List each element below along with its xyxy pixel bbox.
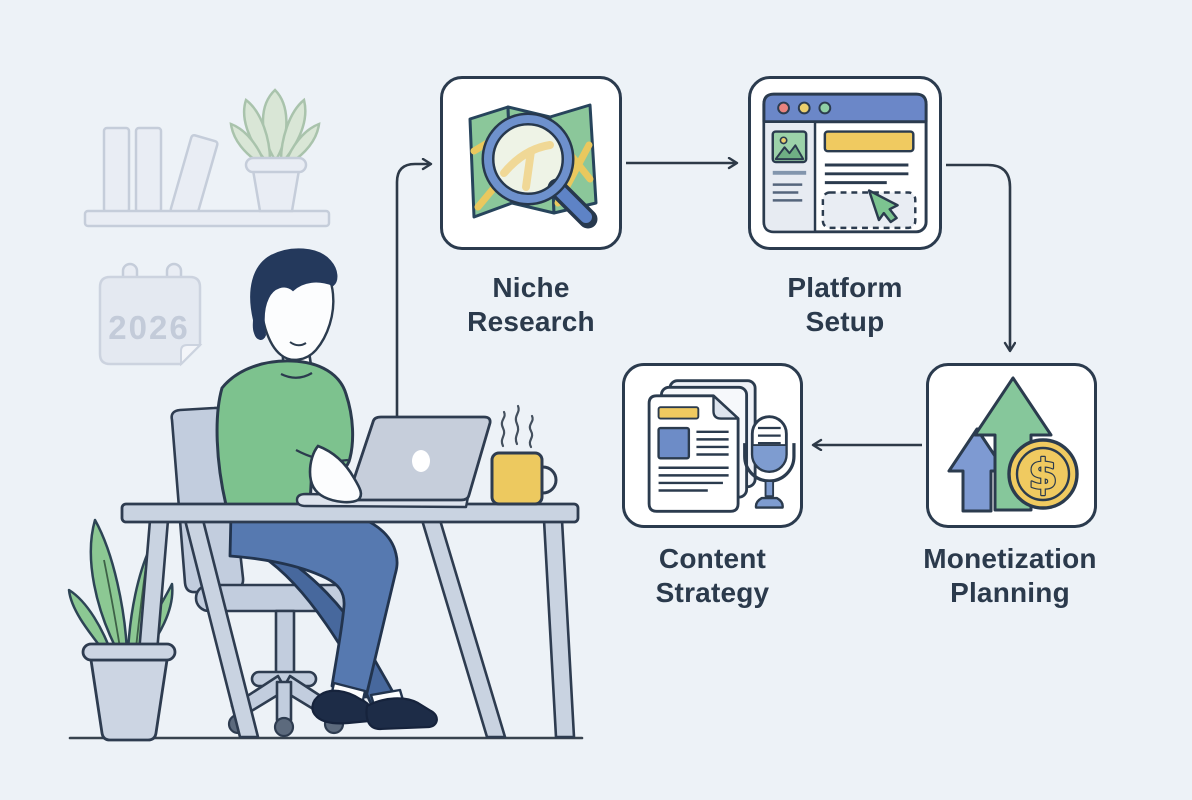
flow-step-box-niche-research <box>440 76 622 250</box>
person-hair <box>250 248 338 340</box>
person-legs <box>228 508 438 731</box>
flow-step-box-platform-setup <box>748 76 942 250</box>
flow-step-label-platform-setup: Platform Setup <box>787 272 903 337</box>
near-leg <box>228 508 399 699</box>
calendar-year-text: 2026 <box>108 309 189 346</box>
person-smile <box>289 341 307 347</box>
floor-plant-pot <box>81 642 177 742</box>
bookshelf-books-icon <box>83 126 331 228</box>
flow-step-box-content-strategy <box>622 363 803 528</box>
person-hand <box>308 444 363 504</box>
flow-step-label-niche-research: Niche Research <box>467 272 595 337</box>
coffee-mug-icon <box>490 404 558 506</box>
person-at-laptop-illustration <box>215 248 355 507</box>
map-magnifying-glass-icon <box>468 103 598 228</box>
shelf-plant-icon <box>229 88 321 213</box>
flow-step-label-content-strategy: Content Strategy <box>655 543 770 608</box>
flow-step-label-monetization-planning: Monetization Planning <box>923 543 1097 608</box>
flow-arrows <box>395 163 1010 445</box>
dollar-symbol: $ <box>1028 450 1057 499</box>
steam-lines <box>500 404 534 449</box>
flow-step-box-monetization-planning: $ <box>926 363 1097 528</box>
browser-window-cursor-icon <box>762 92 928 234</box>
growth-arrows-dollar-coin-icon: $ <box>947 376 1079 513</box>
arrow-laptop-to-niche <box>395 164 430 430</box>
right-shoe <box>365 697 438 731</box>
shirt-collar-line <box>280 372 313 379</box>
calendar-icon: 2026 <box>98 262 203 367</box>
laptop-logo <box>412 450 430 472</box>
documents-microphone-icon <box>647 378 796 513</box>
cursor-arrow-icon <box>867 189 899 224</box>
arrow-platform-to-monetization <box>946 163 1010 350</box>
person-shirt <box>215 359 355 507</box>
microphone-icon <box>742 414 796 509</box>
